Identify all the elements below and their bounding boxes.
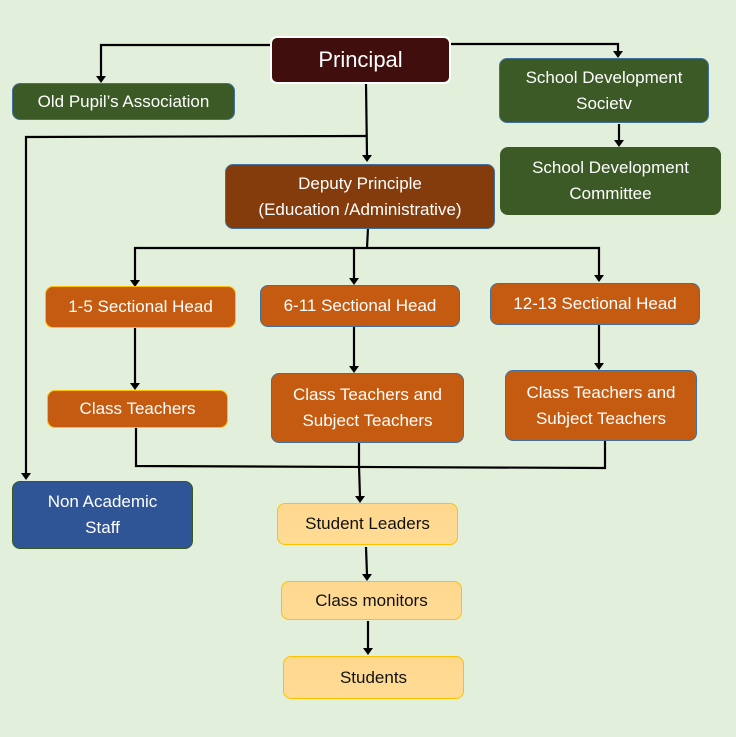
node-sectional-head-6-11: 6-11 Sectional Head: [260, 285, 460, 327]
arrowhead-non-academic: [21, 473, 31, 480]
node-old-pupils-association-label: Old Pupil’s Association: [37, 91, 210, 111]
edge-deputy-bus: [365, 227, 370, 249]
node-class-subject-teachers-12-13: Class Teachers and Subject Teachers: [505, 370, 697, 441]
node-old-pupils-association: Old Pupil’s Association: [12, 83, 235, 120]
node-sectional-head-1-5: 1-5 Sectional Head: [45, 286, 236, 328]
node-student-leaders-label: Student Leaders: [305, 514, 430, 533]
edge-principal-old-pupils: [99, 43, 272, 80]
arrowhead-teachers-12-13: [594, 363, 604, 370]
edge-principal-sds: [450, 42, 620, 52]
node-class-subject-teachers-6-11-label: Class Teachers and Subject Teachers: [293, 385, 442, 430]
node-principal: Principal: [270, 36, 451, 84]
edge-deputy-branches: [133, 246, 601, 280]
node-school-development-society-label: School Development Societv: [525, 67, 683, 113]
arrowhead-head-1-5: [130, 280, 140, 287]
node-sectional-head-12-13-label: 12-13 Sectional Head: [513, 294, 677, 313]
arrowhead-head-6-11: [349, 278, 359, 285]
node-class-monitors: Class monitors: [281, 581, 462, 620]
node-deputy-principle: Deputy Principle (Education /Administrat…: [225, 164, 495, 229]
node-deputy-principle-label: Deputy Principle (Education /Administrat…: [258, 173, 462, 219]
arrowhead-old-pupils: [96, 76, 106, 83]
node-school-development-society: School Development Societv: [499, 58, 709, 123]
edge-bus-student-leaders: [357, 465, 362, 498]
node-sectional-head-1-5-label: 1-5 Sectional Head: [68, 297, 213, 316]
arrowhead-teachers-6-11: [349, 366, 359, 373]
node-school-development-committee-label: School Development Committee: [532, 158, 689, 203]
node-class-subject-teachers-6-11: Class Teachers and Subject Teachers: [271, 373, 464, 443]
edge-principal-non-academic: [24, 134, 367, 476]
arrowhead-head-12-13: [594, 275, 604, 282]
edge-principal-deputy: [364, 82, 369, 157]
arrowhead-sdc: [614, 140, 624, 147]
arrowhead-deputy: [362, 155, 372, 162]
arrowhead-class-monitors: [362, 574, 372, 581]
node-students: Students: [283, 656, 464, 699]
node-class-teachers: Class Teachers: [47, 390, 228, 428]
node-principal-label: Principal: [318, 47, 403, 72]
node-class-monitors-label: Class monitors: [315, 590, 428, 610]
arrowhead-sds: [613, 51, 623, 58]
node-non-academic-staff: Non Academic Staff: [12, 481, 193, 549]
node-students-label: Students: [339, 667, 408, 687]
node-non-academic-staff-label: Non Academic Staff: [47, 492, 158, 537]
node-school-development-committee: School Development Committee: [500, 147, 721, 215]
edge-teachers-bus: [134, 427, 607, 470]
arrowhead-student-leaders: [355, 496, 365, 503]
node-student-leaders: Student Leaders: [277, 503, 458, 545]
node-sectional-head-12-13: 12-13 Sectional Head: [490, 283, 700, 325]
arrowhead-class-teachers: [130, 383, 140, 390]
node-sectional-head-6-11-label: 6-11 Sectional Head: [283, 296, 437, 315]
node-class-teachers-label: Class Teachers: [79, 399, 196, 418]
edge-leaders-monitors: [364, 546, 369, 576]
arrowhead-students: [363, 648, 373, 655]
node-class-subject-teachers-12-13-label: Class Teachers and Subject Teachers: [526, 382, 676, 428]
